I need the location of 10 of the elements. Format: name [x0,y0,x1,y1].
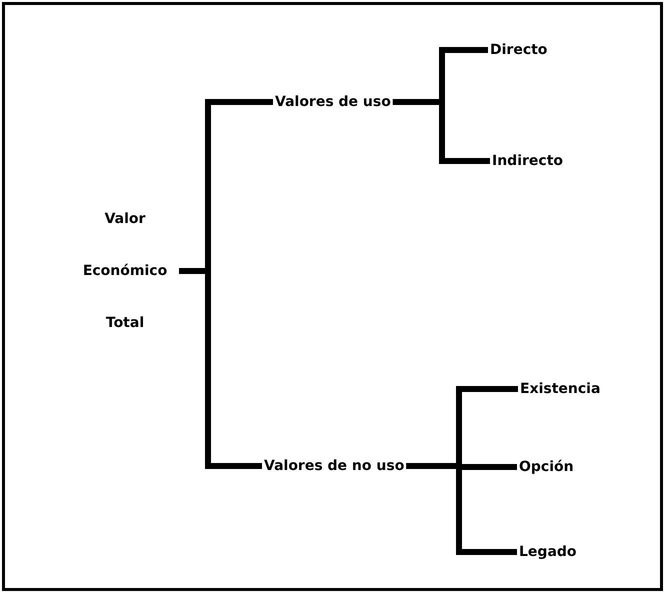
node-label: Indirecto [492,151,564,171]
node-label: Opción [519,457,574,477]
node-label: Legado [519,542,577,562]
bracket-connector [392,99,490,164]
node-label: Valores de no uso [264,456,404,476]
node-label: Existencia [520,379,600,399]
bracket-connector [406,463,517,555]
node-label: Valores de uso [275,92,391,112]
node-label: Valor Económico Total [73,193,177,349]
node-label: Directo [490,40,548,60]
